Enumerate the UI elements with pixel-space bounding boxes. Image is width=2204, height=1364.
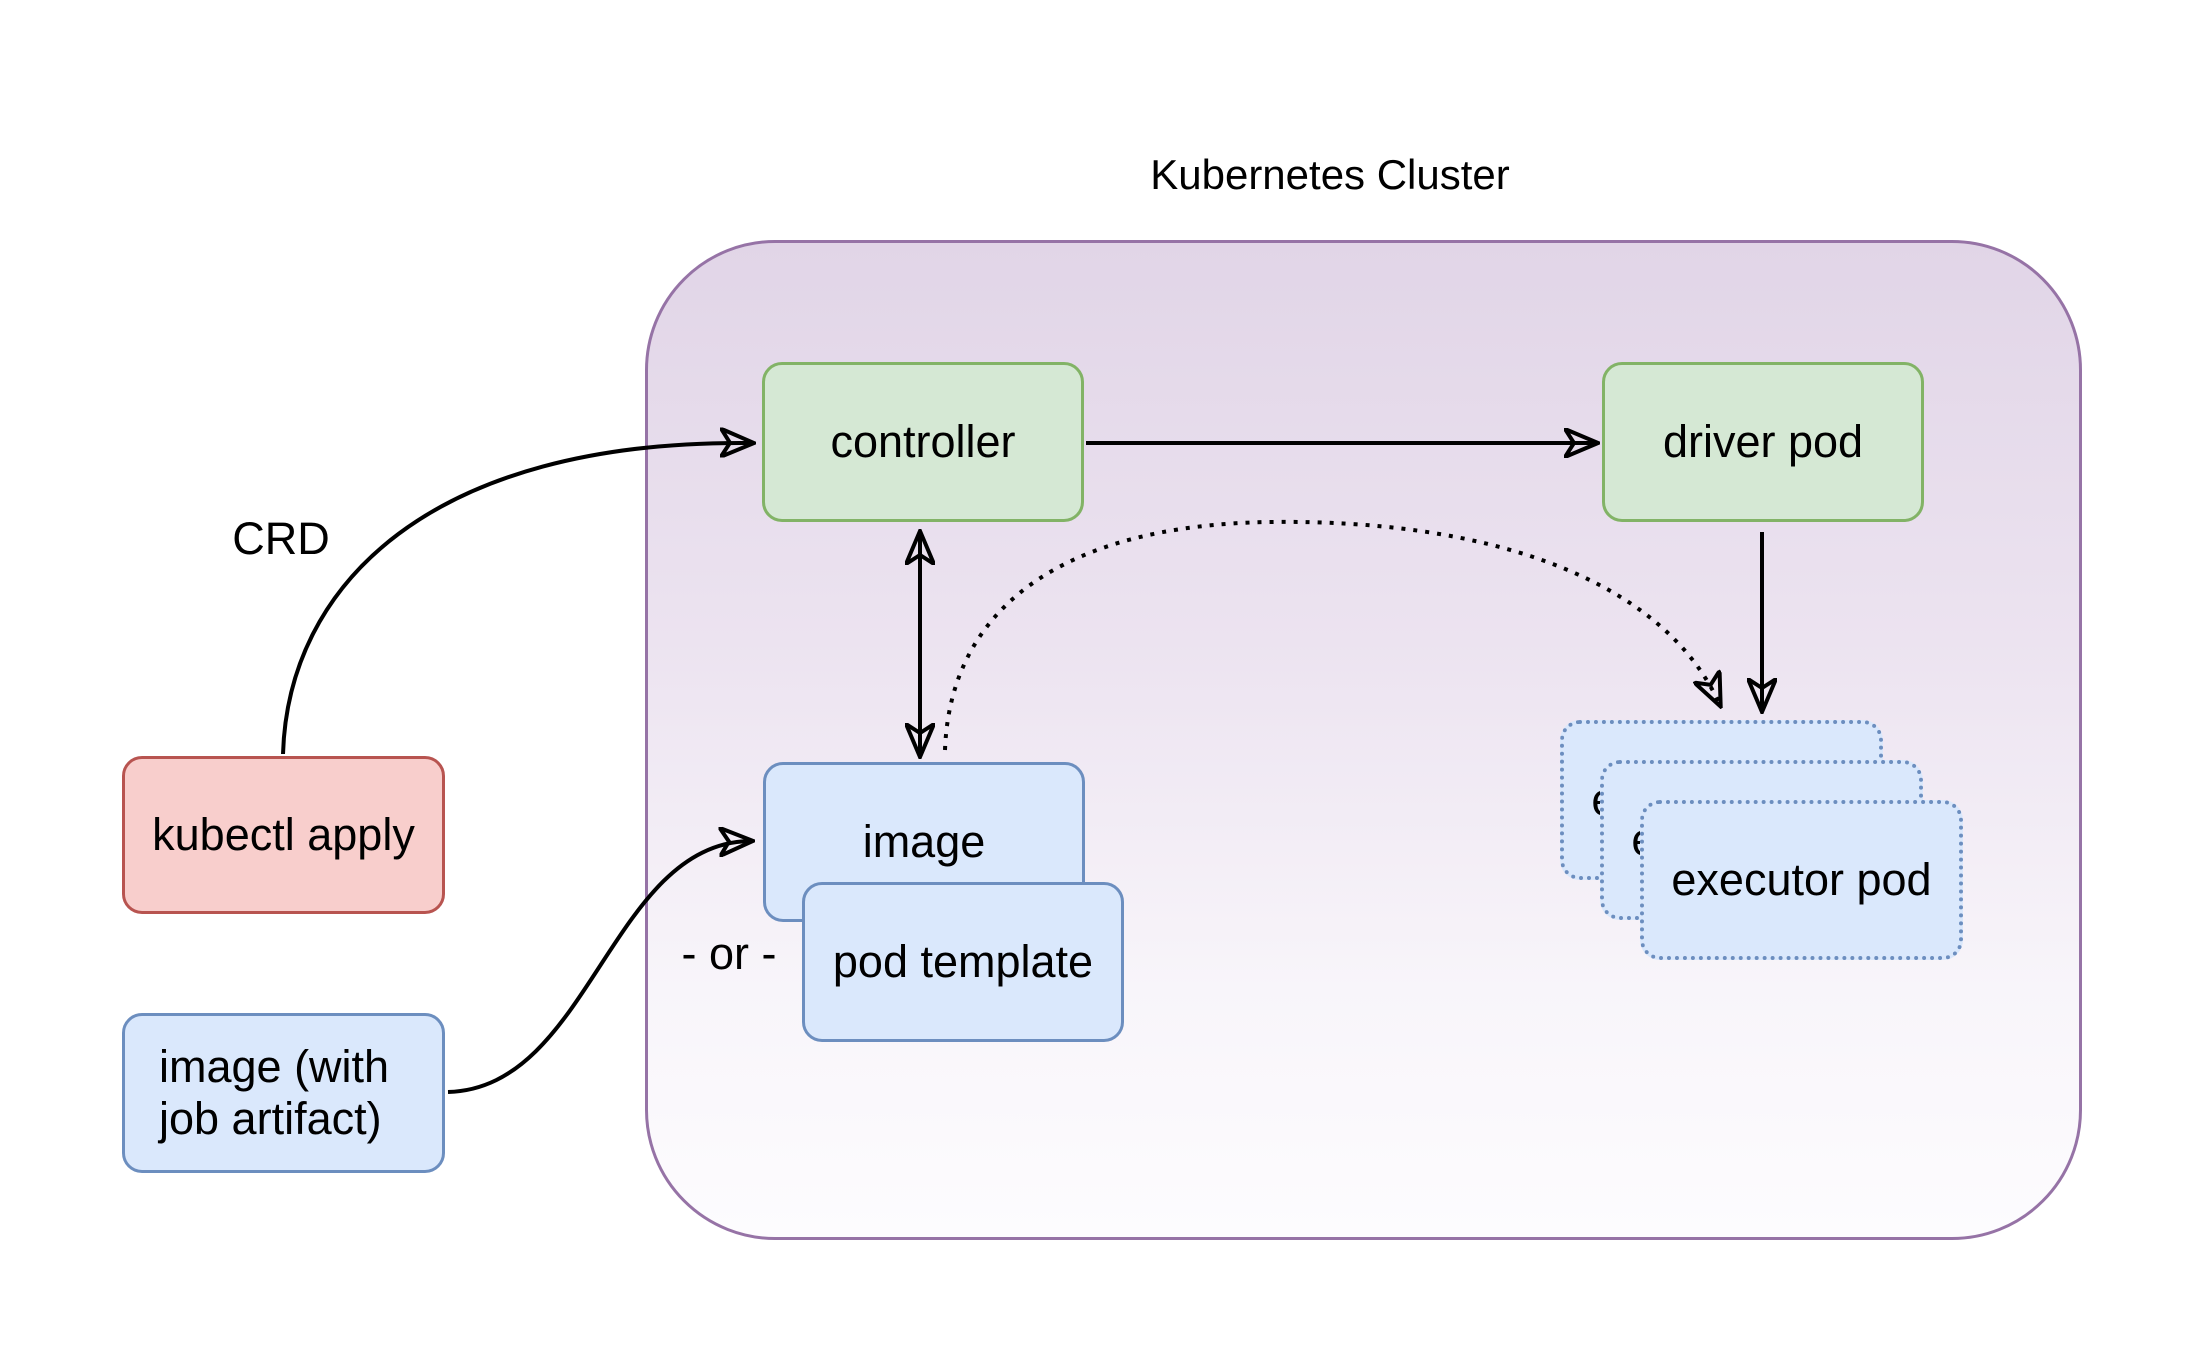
node-driver-pod: driver pod [1602,362,1924,522]
node-label: executor pod [1671,854,1932,906]
node-label: driver pod [1662,416,1864,468]
node-controller: controller [762,362,1084,522]
diagram-title: Kubernetes Cluster [1150,151,1510,198]
node-label: image (with job artifact) [159,1041,390,1144]
node-image-with-job-artifact: image (with job artifact) [122,1013,445,1173]
node-label: image [862,816,986,868]
node-label: controller [830,416,1016,468]
edge-label-crd: CRD [232,513,330,564]
node-label: kubectl apply [152,809,415,861]
node-label: pod template [832,936,1094,988]
node-pod-template: pod template [802,882,1124,1042]
edge-label-or: - or - [681,928,777,979]
node-executor-pod-front: executor pod [1640,800,1963,960]
node-kubectl-apply: kubectl apply [122,756,445,914]
